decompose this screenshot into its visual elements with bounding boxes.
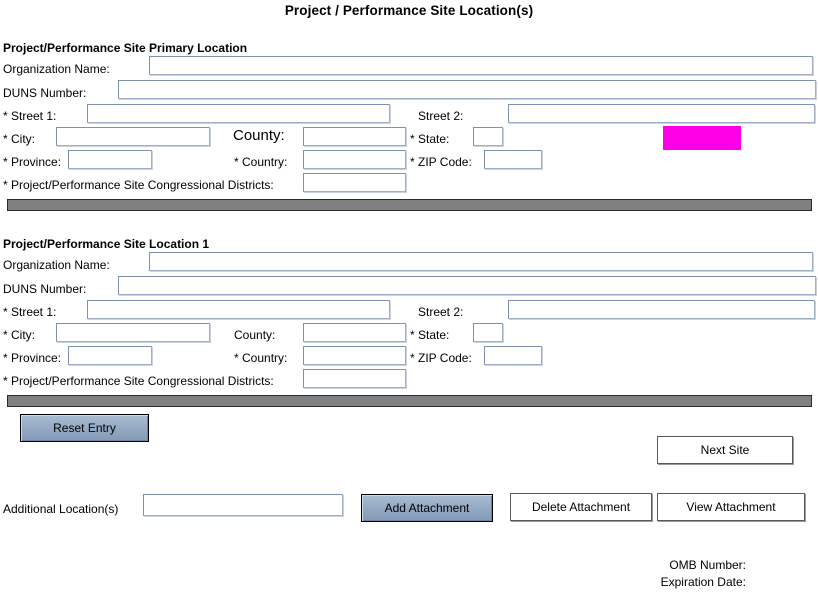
section-heading-site-location-1: Project/Performance Site Location 1 bbox=[3, 237, 210, 251]
label-organization-name-site1: Organization Name: bbox=[3, 258, 110, 272]
input-street1-site1[interactable] bbox=[87, 300, 390, 319]
label-street2-site1: Street 2: bbox=[418, 305, 464, 319]
view-attachment-label: View Attachment bbox=[686, 500, 776, 514]
omb-number-label: OMB Number: bbox=[669, 558, 746, 572]
input-street2-primary[interactable] bbox=[508, 104, 815, 123]
state-highlight-block bbox=[663, 126, 741, 150]
input-congressional-districts-site1[interactable] bbox=[303, 369, 406, 388]
label-street1-site1: * Street 1: bbox=[3, 305, 57, 319]
label-zip-primary: * ZIP Code: bbox=[410, 155, 472, 169]
label-state-primary: * State: bbox=[410, 132, 450, 146]
next-site-label: Next Site bbox=[700, 443, 750, 457]
label-zip-site1: * ZIP Code: bbox=[410, 351, 472, 365]
input-additional-locations[interactable] bbox=[143, 494, 343, 516]
page-title: Project / Performance Site Location(s) bbox=[284, 3, 534, 18]
input-county-site1[interactable] bbox=[303, 323, 406, 342]
label-county-site1: County: bbox=[234, 328, 276, 342]
reset-entry-label: Reset Entry bbox=[53, 421, 116, 435]
label-state-site1: * State: bbox=[410, 328, 450, 342]
input-city-site1[interactable] bbox=[56, 323, 210, 342]
add-attachment-label: Add Attachment bbox=[384, 501, 470, 515]
input-duns-number-primary[interactable] bbox=[118, 80, 816, 99]
input-organization-name-primary[interactable] bbox=[149, 56, 813, 75]
expiration-date-label: Expiration Date: bbox=[660, 575, 746, 589]
input-country-site1[interactable] bbox=[303, 346, 406, 365]
label-country-primary: * Country: bbox=[234, 155, 288, 169]
input-province-primary[interactable] bbox=[68, 150, 152, 169]
input-duns-number-site1[interactable] bbox=[118, 276, 816, 295]
label-county-primary: County: bbox=[233, 127, 285, 144]
label-street1-primary: * Street 1: bbox=[3, 109, 57, 123]
delete-attachment-label: Delete Attachment bbox=[531, 500, 631, 514]
input-province-site1[interactable] bbox=[68, 346, 152, 365]
input-state-primary[interactable] bbox=[473, 127, 503, 146]
label-city-primary: * City: bbox=[3, 132, 36, 146]
label-additional-locations: Additional Location(s) bbox=[3, 502, 119, 516]
label-congressional-districts-site1: * Project/Performance Site Congressional… bbox=[3, 374, 274, 388]
label-street2-primary: Street 2: bbox=[418, 109, 464, 123]
input-zip-primary[interactable] bbox=[484, 150, 542, 169]
label-duns-number-primary: DUNS Number: bbox=[3, 86, 87, 100]
input-country-primary[interactable] bbox=[303, 150, 406, 169]
input-county-primary[interactable] bbox=[303, 127, 406, 146]
add-attachment-button[interactable]: Add Attachment bbox=[361, 494, 493, 522]
label-province-site1: * Province: bbox=[3, 351, 62, 365]
label-province-primary: * Province: bbox=[3, 155, 62, 169]
input-street2-site1[interactable] bbox=[508, 300, 815, 319]
input-city-primary[interactable] bbox=[56, 127, 210, 146]
section-heading-primary-location: Project/Performance Site Primary Locatio… bbox=[3, 41, 248, 55]
section-separator-bar-2 bbox=[7, 395, 812, 407]
label-city-site1: * City: bbox=[3, 328, 36, 342]
label-congressional-districts-primary: * Project/Performance Site Congressional… bbox=[3, 178, 274, 192]
label-organization-name-primary: Organization Name: bbox=[3, 62, 110, 76]
label-duns-number-site1: DUNS Number: bbox=[3, 282, 87, 296]
input-street1-primary[interactable] bbox=[87, 104, 390, 123]
section-separator-bar-1 bbox=[7, 199, 812, 211]
input-congressional-districts-primary[interactable] bbox=[303, 173, 406, 192]
input-zip-site1[interactable] bbox=[484, 346, 542, 365]
label-country-site1: * Country: bbox=[234, 351, 288, 365]
input-state-site1[interactable] bbox=[473, 323, 503, 342]
reset-entry-button[interactable]: Reset Entry bbox=[20, 414, 149, 442]
next-site-button[interactable]: Next Site bbox=[657, 436, 793, 464]
input-organization-name-site1[interactable] bbox=[149, 252, 813, 271]
view-attachment-button[interactable]: View Attachment bbox=[657, 493, 805, 521]
delete-attachment-button[interactable]: Delete Attachment bbox=[510, 493, 652, 521]
